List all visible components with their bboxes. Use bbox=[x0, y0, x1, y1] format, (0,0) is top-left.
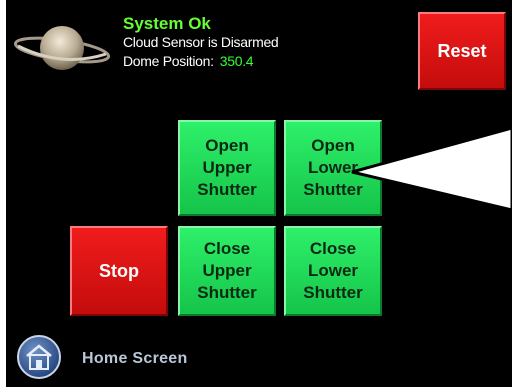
button-label-line: Lower bbox=[307, 261, 359, 280]
status-panel: System Ok Cloud Sensor is Disarmed Dome … bbox=[123, 14, 279, 71]
system-status: System Ok bbox=[123, 14, 211, 33]
close-lower-shutter-button[interactable]: Close Lower Shutter bbox=[284, 226, 382, 316]
cloud-sensor-status: Cloud Sensor is Disarmed bbox=[123, 34, 279, 50]
open-lower-shutter-button[interactable]: Open Lower Shutter bbox=[284, 120, 382, 216]
reset-button-label: Reset bbox=[437, 40, 487, 61]
button-label-line: Shutter bbox=[303, 283, 363, 302]
saturn-planet-icon bbox=[13, 26, 111, 70]
reset-button[interactable]: Reset bbox=[418, 12, 506, 90]
button-label-line: Close bbox=[309, 239, 357, 258]
button-label-line: Shutter bbox=[303, 180, 363, 199]
button-label-line: Lower bbox=[307, 158, 359, 177]
button-label-line: Upper bbox=[202, 261, 252, 280]
dome-position-row: Dome Position: 350.4 bbox=[123, 52, 278, 71]
stop-button[interactable]: Stop bbox=[70, 226, 168, 316]
button-label-line: Upper bbox=[202, 158, 252, 177]
button-label-line: Open bbox=[311, 136, 355, 155]
stop-button-label: Stop bbox=[99, 260, 139, 281]
button-label-line: Shutter bbox=[197, 180, 257, 199]
home-screen-label[interactable]: Home Screen bbox=[82, 350, 188, 367]
open-upper-shutter-button[interactable]: Open Upper Shutter bbox=[178, 120, 276, 216]
home-screen-icon[interactable] bbox=[16, 334, 62, 380]
control-screen: System Ok Cloud Sensor is Disarmed Dome … bbox=[6, 0, 512, 387]
button-label-line: Open bbox=[205, 136, 249, 155]
dome-position-value: 350.4 bbox=[219, 53, 254, 69]
close-upper-shutter-button[interactable]: Close Upper Shutter bbox=[178, 226, 276, 316]
dome-position-label: Dome Position: bbox=[123, 53, 214, 69]
button-label-line: Shutter bbox=[197, 283, 257, 302]
button-label-line: Close bbox=[203, 239, 251, 258]
